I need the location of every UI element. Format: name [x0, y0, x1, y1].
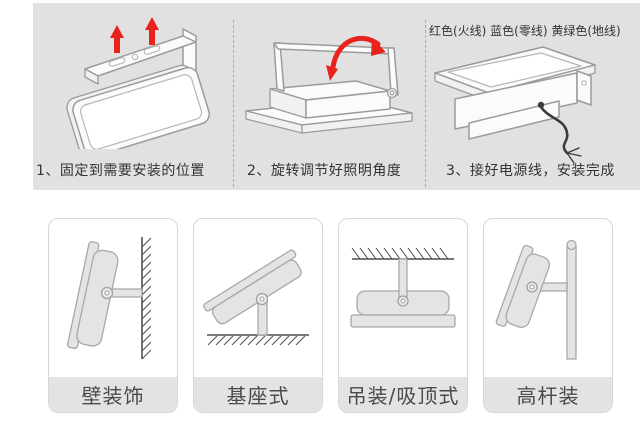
- step2-caption: 2、旋转调节好照明角度: [247, 163, 402, 179]
- power-wire-icon: [539, 105, 569, 155]
- wall-mount-icon: [66, 237, 152, 360]
- step3-caption: 3、接好电源线，安装完成: [446, 163, 615, 179]
- step3-floodlight-power-wire-icon: [434, 46, 596, 164]
- mount-card-base: 基座式: [193, 218, 323, 413]
- mount-card-pole: 高杆装: [483, 218, 613, 413]
- mount-label-pole: 高杆装: [484, 377, 612, 412]
- step1-panel-light-lift-arrows-icon: [66, 17, 210, 149]
- pole-mount-icon: [495, 239, 577, 360]
- ceiling-mount-icon: [350, 247, 456, 328]
- mount-card-wall: 壁装饰: [48, 218, 178, 413]
- step1-caption: 1、固定到需要安装的位置: [36, 163, 205, 179]
- mount-label-ceiling: 吊装/吸顶式: [339, 377, 467, 412]
- cable-gland-icon: [537, 101, 545, 109]
- wire-color-note: 红色(火线) 蓝色(零线) 黄绿色(地线): [429, 24, 621, 38]
- lift-arrow-icon: [145, 17, 159, 45]
- base-mount-icon: [203, 249, 309, 346]
- step2-floodlight-rotation-icon: [245, 35, 413, 134]
- installation-steps-panel: 红色(火线) 蓝色(零线) 黄绿色(地线) 1、固定到需要安装的位置 2、旋转调…: [33, 3, 640, 190]
- mount-label-base: 基座式: [194, 377, 322, 412]
- mount-card-ceiling: 吊装/吸顶式: [338, 218, 468, 413]
- lift-arrow-icon: [110, 25, 124, 53]
- step-separator-2: [425, 20, 426, 187]
- mount-label-wall: 壁装饰: [49, 377, 177, 412]
- step-separator-1: [233, 20, 234, 187]
